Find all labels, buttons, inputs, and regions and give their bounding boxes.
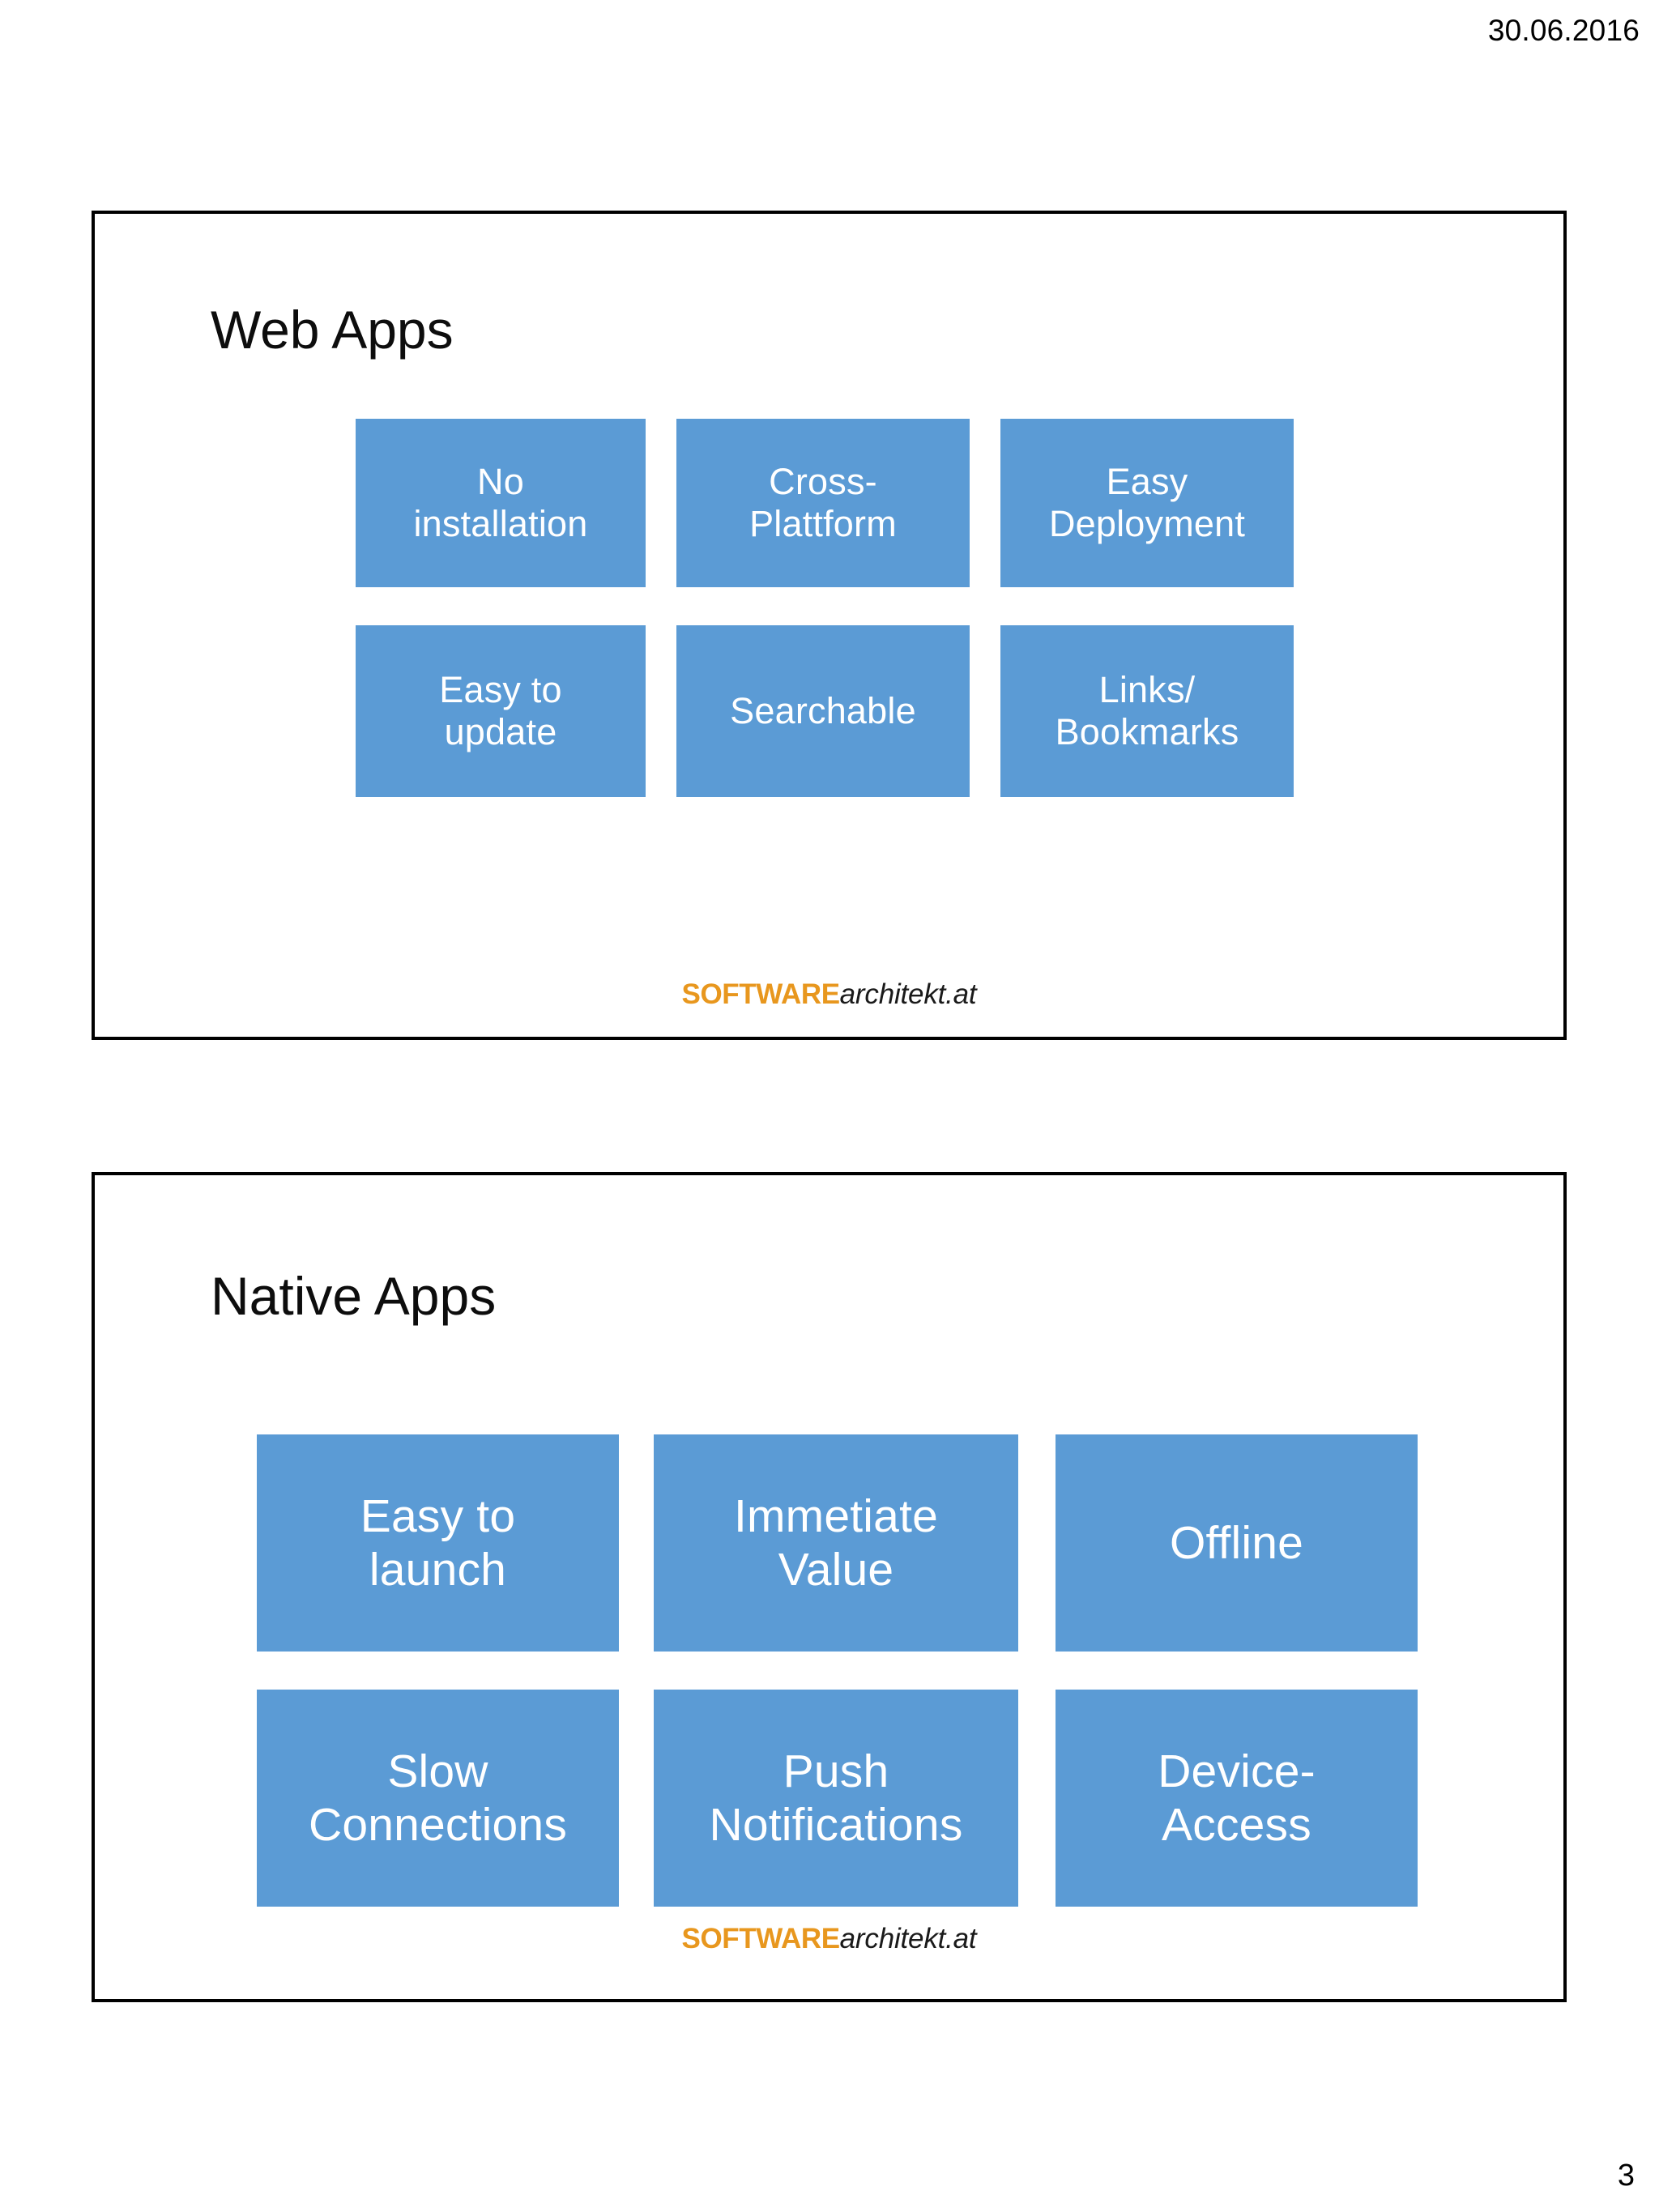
- slide-title-native-apps: Native Apps: [211, 1266, 497, 1326]
- tile-label: Offline: [1169, 1516, 1304, 1569]
- tile-label: Immetiate Value: [733, 1490, 939, 1596]
- tile-label: Cross- Plattform: [749, 460, 897, 544]
- slide-web-apps: Web Apps No installation Cross- Plattfor…: [92, 211, 1567, 1040]
- logo-architekt-text: architekt.at: [839, 1923, 977, 1954]
- page-date: 30.06.2016: [1487, 14, 1640, 47]
- tile-easy-deployment[interactable]: Easy Deployment: [1000, 419, 1294, 587]
- tile-push-notifications[interactable]: Push Notifications: [654, 1690, 1018, 1907]
- slide-native-apps: Native Apps Easy to launch Immetiate Val…: [92, 1172, 1567, 2002]
- tile-label: Easy Deployment: [1048, 460, 1246, 544]
- page-number: 3: [1617, 2159, 1635, 2193]
- tile-links-bookmarks[interactable]: Links/ Bookmarks: [1000, 625, 1294, 797]
- footer-logo: SOFTWAREarchitekt.at: [95, 1924, 1563, 1953]
- logo-software-text: SOFTWARE: [681, 1923, 841, 1954]
- tile-easy-to-update[interactable]: Easy to update: [356, 625, 646, 797]
- tile-no-installation[interactable]: No installation: [356, 419, 646, 587]
- logo-architekt-text: architekt.at: [839, 978, 977, 1010]
- tile-slow-connections[interactable]: Slow Connections: [257, 1690, 619, 1907]
- slide-title-web-apps: Web Apps: [211, 300, 454, 360]
- footer-logo: SOFTWAREarchitekt.at: [95, 980, 1563, 1008]
- tile-label: No installation: [413, 460, 588, 544]
- tile-cross-plattform[interactable]: Cross- Plattform: [676, 419, 970, 587]
- tile-label: Slow Connections: [308, 1745, 568, 1851]
- tile-label: Searchable: [730, 689, 916, 731]
- tile-immetiate-value[interactable]: Immetiate Value: [654, 1434, 1018, 1652]
- tile-offline[interactable]: Offline: [1056, 1434, 1418, 1652]
- tile-label: Easy to launch: [360, 1490, 516, 1596]
- logo-software-text: SOFTWARE: [681, 978, 841, 1010]
- tile-easy-to-launch[interactable]: Easy to launch: [257, 1434, 619, 1652]
- tile-label: Easy to update: [439, 668, 562, 752]
- tile-label: Push Notifications: [709, 1745, 963, 1851]
- tile-label: Device- Access: [1158, 1745, 1316, 1851]
- tile-searchable[interactable]: Searchable: [676, 625, 970, 797]
- tile-device-access[interactable]: Device- Access: [1056, 1690, 1418, 1907]
- tile-label: Links/ Bookmarks: [1055, 668, 1239, 752]
